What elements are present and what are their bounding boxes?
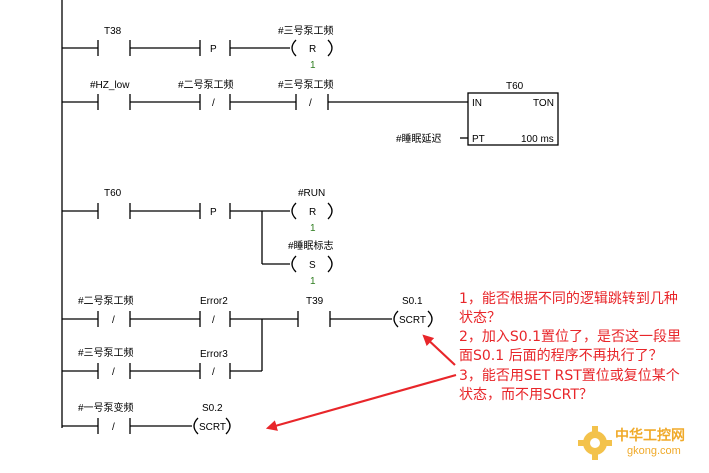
question-1-line-1: 1，能否根据不同的逻辑跳转到几种 [459, 291, 678, 307]
question-3-line-1: 3，能否用SET RST置位或复位某个 [459, 368, 680, 384]
svg-text:/: / [212, 315, 215, 326]
gkong-watermark: 中华工控网 gkong.com [575, 419, 703, 465]
arrow-to-s02 [265, 373, 457, 431]
svg-text:/: / [112, 315, 115, 326]
watermark-name: 中华工控网 [615, 428, 685, 444]
network-2[interactable] [62, 92, 559, 146]
timer-in: IN [472, 98, 482, 109]
question-2-line-2: 面S0.1 后面的程序不再执行了？ [459, 348, 663, 364]
coil-count: 1 [310, 60, 316, 71]
svg-text:/: / [212, 98, 215, 109]
svg-text:#三号泵工频: #三号泵工频 [78, 346, 134, 359]
svg-text:T39: T39 [306, 296, 324, 307]
arrow-to-s01 [422, 334, 456, 366]
question-3-line-2: 状态，而不用SCRT？ [459, 387, 593, 403]
coil-run-tag: #RUN [298, 188, 325, 199]
gear-icon [578, 426, 612, 460]
scrt-s01-addr: S0.1 [402, 296, 423, 307]
svg-text:#二号泵工频: #二号泵工频 [78, 294, 134, 307]
timer-name: T60 [506, 81, 524, 92]
coil-tag-label: #三号泵工频 [278, 24, 334, 37]
contact-pump2-label: #二号泵工频 [178, 78, 234, 91]
timer-pt: PT [472, 134, 485, 145]
scrt-s01: SCRT [399, 315, 426, 326]
question-2-line-1: 2，加入S0.1置位了，是否这一段里 [459, 329, 682, 345]
scrt-s02-addr: S0.2 [202, 403, 223, 414]
scrt-s02: SCRT [199, 422, 226, 433]
svg-text:1: 1 [310, 276, 316, 287]
network-4[interactable] [62, 310, 433, 379]
network-3[interactable] [62, 202, 333, 273]
contact-pump3-label: #三号泵工频 [278, 78, 334, 91]
svg-text:R: R [309, 207, 316, 218]
svg-text:#一号泵变频: #一号泵变频 [78, 401, 134, 414]
svg-text:/: / [309, 98, 312, 109]
coil-op: R [309, 44, 316, 55]
question-1-line-2: 状态？ [459, 310, 501, 326]
network-5[interactable] [62, 417, 231, 435]
contact-t38-label: T38 [104, 26, 122, 37]
watermark-url: gkong.com [627, 445, 681, 457]
svg-text:Error3: Error3 [200, 349, 228, 360]
svg-text:/: / [112, 422, 115, 433]
contact-t60-label: T60 [104, 188, 122, 199]
pulse-label-2: P [210, 207, 217, 218]
contact-hz-low-label: #HZ_low [90, 80, 130, 91]
svg-text:/: / [112, 367, 115, 378]
svg-text:1: 1 [310, 223, 316, 234]
svg-text:/: / [212, 367, 215, 378]
network-1[interactable] [62, 39, 333, 57]
coil-sleep-tag: #睡眠标志 [288, 239, 334, 252]
timer-base: 100 ms [521, 134, 554, 145]
timer-type: TON [533, 98, 554, 109]
svg-text:Error2: Error2 [200, 296, 228, 307]
pulse-label: P [210, 44, 217, 55]
timer-preset-tag: #睡眠延迟 [396, 132, 442, 145]
svg-text:S: S [309, 260, 316, 271]
